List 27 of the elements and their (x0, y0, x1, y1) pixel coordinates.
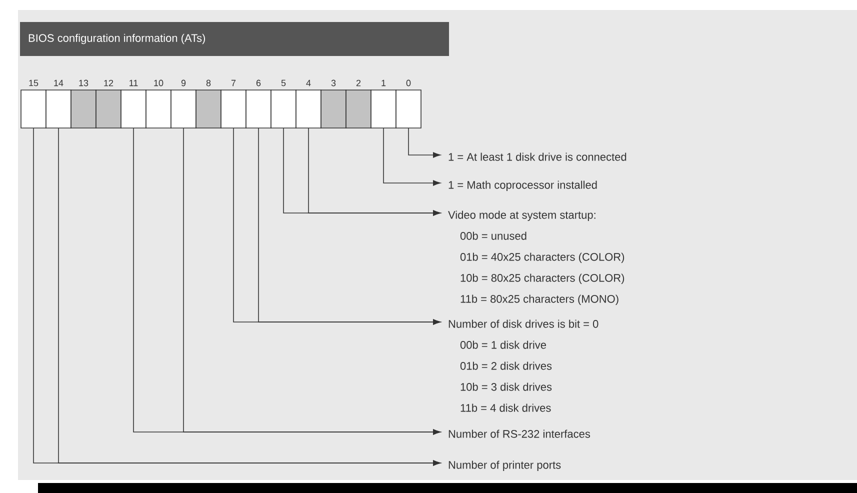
bit-number: 7 (231, 80, 236, 86)
bit-number: 10 (154, 80, 164, 86)
bit-number: 4 (306, 80, 311, 86)
bit-number: 1 (382, 80, 386, 86)
bit-number: 13 (79, 80, 88, 86)
bit-number: 6 (256, 80, 261, 86)
arrow (408, 128, 441, 158)
description-text: 1 = At least 1 disk drive is connected (448, 152, 626, 161)
description-text: 1 = Math coprocessor installed (448, 180, 597, 191)
bit-number: 12 (104, 80, 114, 86)
description-text: Number of printer ports (448, 460, 561, 471)
arrow (183, 128, 441, 435)
bit-number: 0 (406, 80, 411, 86)
bit-number: 2 (356, 80, 361, 86)
bit-number: 9 (181, 80, 186, 86)
description-text: Number of disk drives is bit = 0 00b = 1 disk drive 01b = 2 disk drives 10b = 3 disk drives 11b = 4 disk drives (448, 320, 598, 412)
bit-number: 5 (281, 80, 286, 86)
description-text: Number of RS-232 interfaces (448, 430, 590, 438)
bit-number: 3 (331, 80, 336, 86)
title-bar: BIOS configuration information (ATs) (20, 22, 449, 56)
bit-number: 8 (206, 80, 211, 86)
arrow (383, 128, 441, 186)
arrow (308, 128, 441, 216)
bit-number: 15 (29, 80, 38, 86)
bit-number: 14 (54, 80, 64, 86)
bit-number: 11 (130, 80, 138, 86)
description-text: Video mode at system startup: 00b = unused 01b = 40x25 characters (COLOR) 10b = 80x25 characters (COLOR) 11b = 80x25 characters (MONO) (448, 210, 624, 305)
